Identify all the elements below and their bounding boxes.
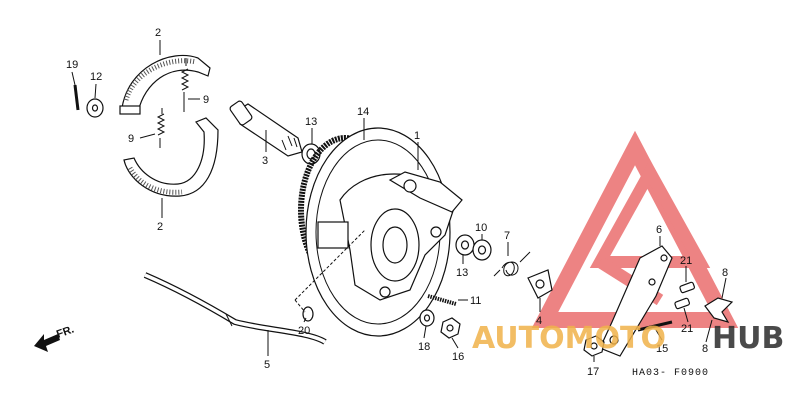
watermark-text: AUTOMOTO HUB (472, 321, 784, 356)
callout-11: 11 (470, 295, 481, 307)
callout-21-upper: 21 (680, 255, 692, 267)
callout-2-upper: 2 (155, 27, 161, 39)
callout-18: 18 (418, 341, 430, 353)
callout-13-lower: 13 (456, 267, 468, 279)
callout-5: 5 (264, 359, 270, 371)
pin-19 (73, 84, 80, 111)
callout-16: 16 (452, 351, 464, 363)
callout-20: 20 (298, 325, 310, 337)
callout-9-lower: 9 (128, 133, 134, 145)
callout-9-upper: 9 (203, 94, 209, 106)
callout-labels: 2 19 12 9 9 2 3 13 14 1 10 7 13 6 21 8 1… (66, 27, 728, 378)
callout-3: 3 (262, 155, 268, 167)
direction-label: FR. (55, 323, 76, 340)
return-spring-7 (493, 251, 531, 277)
brake-arm-6 (599, 245, 673, 357)
nut-16 (440, 317, 461, 339)
wear-indicator-4 (527, 269, 553, 299)
leader-lines (71, 40, 727, 362)
breather-tube-5 (143, 272, 327, 345)
wing-nut-8 (704, 297, 734, 323)
brake-shoe-upper (119, 54, 211, 115)
guide-line-20 (294, 229, 366, 313)
bolt-15 (637, 320, 673, 332)
callout-21-lower: 21 (681, 323, 693, 335)
nut-17 (583, 335, 605, 357)
spring-lower (156, 108, 166, 148)
seal-13-lower (455, 234, 475, 256)
callout-6: 6 (656, 224, 662, 236)
callout-15: 15 (656, 343, 668, 355)
callout-8-lower: 8 (702, 343, 708, 355)
figure-code: HA03- F0900 (632, 368, 709, 379)
watermark-word-b: HUB (712, 321, 784, 356)
cam-shaft-3 (229, 100, 303, 157)
washer-18 (419, 309, 435, 327)
callout-8-upper: 8 (722, 267, 728, 279)
brake-shoe-lower (123, 117, 219, 197)
spring-upper (180, 58, 190, 112)
pin-21-upper (679, 281, 695, 294)
callout-17: 17 (587, 366, 599, 378)
callout-14: 14 (357, 106, 369, 118)
pin-21-lower (674, 297, 690, 310)
callout-19: 19 (66, 59, 78, 71)
callout-2-lower: 2 (157, 221, 163, 233)
callout-10: 10 (475, 222, 487, 234)
watermark-word-a: AUTOMOTO (472, 321, 666, 356)
callout-4: 4 (536, 315, 542, 327)
callout-7: 7 (504, 230, 510, 242)
callout-13-upper: 13 (305, 116, 317, 128)
callout-1: 1 (414, 130, 420, 142)
arrow-icon (34, 334, 60, 352)
seal-10 (472, 239, 492, 261)
front-direction-indicator: FR. (34, 323, 76, 352)
callout-12: 12 (90, 71, 102, 83)
washer-12 (86, 98, 104, 118)
clip-20 (302, 306, 314, 322)
brake-panel-1 (305, 127, 463, 337)
